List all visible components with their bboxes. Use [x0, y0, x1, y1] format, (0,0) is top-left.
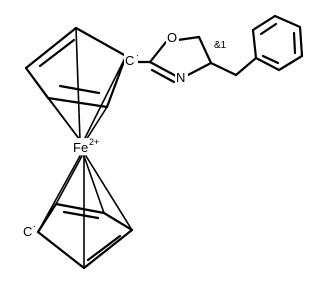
oxazoline-ring: [136, 35, 213, 84]
upper-cp-ring: [24, 26, 128, 141]
iron-atom-label: Fe: [73, 140, 88, 155]
iron-charge-label: 2+: [89, 137, 99, 147]
oxygen-atom-label: O: [167, 30, 177, 45]
stereocenter-label: &1: [214, 40, 227, 51]
benzyl-group: [209, 14, 304, 77]
cp-bottom-radical-mark: ·: [33, 221, 36, 231]
lower-cp-ring: [36, 155, 134, 270]
cp-top-radical-mark: ·: [136, 50, 139, 60]
cp-bottom-carbon-label: C: [23, 224, 32, 239]
nitrogen-atom-label: N: [176, 70, 185, 85]
cp-top-carbon-label: C: [125, 53, 134, 68]
